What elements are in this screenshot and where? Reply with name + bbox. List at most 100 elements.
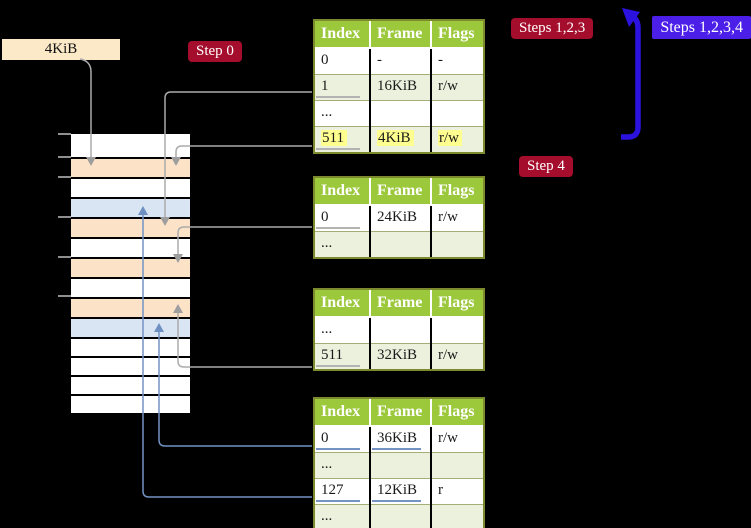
memory-frame-row-white (71, 356, 190, 375)
address-tick (58, 133, 71, 135)
memory-frame-row-white (71, 237, 190, 257)
cell-link-underline (372, 447, 421, 450)
table-cell: 4KiB (370, 125, 432, 152)
table-cell: 32KiB (370, 342, 432, 369)
connector-t2-row0-to-frame (177, 226, 312, 254)
memory-frame-row-peach (71, 257, 190, 277)
table-cell (431, 451, 483, 478)
table-cell: 1 (315, 73, 371, 100)
table-row: ... (315, 99, 483, 126)
table-cell (370, 316, 432, 343)
table-cell: ... (315, 99, 371, 126)
column-header-index: Index (315, 178, 371, 206)
memory-frame-row-white (71, 337, 190, 356)
table-cell: 24KiB (370, 204, 432, 231)
table-cell: - (370, 47, 432, 74)
address-tick (58, 176, 71, 178)
column-header-index: Index (315, 399, 371, 427)
steps-loop-arrow (621, 8, 641, 140)
cell-link-underline (372, 499, 421, 502)
column-header-flags: Flags (431, 21, 483, 49)
connector-t1-row511-to-frame (175, 145, 312, 157)
address-tick (58, 256, 71, 258)
frame-size-label: 4KiB (2, 39, 120, 60)
connector-t3-row511-to-frame (177, 313, 312, 368)
cell-link-underline (316, 148, 360, 150)
table-cell (370, 230, 432, 257)
table-cell (431, 99, 483, 126)
table-cell: 0 (315, 47, 371, 74)
column-header-flags: Flags (431, 178, 483, 206)
memory-frame-row-white (71, 177, 190, 197)
column-header-flags: Flags (431, 399, 483, 427)
column-header-index: Index (315, 21, 371, 49)
table-cell (431, 316, 483, 343)
table-cell (370, 503, 432, 528)
table-cell: 36KiB (370, 425, 432, 452)
cell-link-underline (316, 95, 360, 98)
table-cell: 511 (315, 342, 371, 369)
table-cell: r/w (431, 425, 483, 452)
memory-strip (71, 134, 190, 413)
memory-frame-row-lightblue (71, 197, 190, 217)
column-header-frame: Frame (370, 21, 432, 49)
memory-frame-row-peach (71, 217, 190, 237)
address-tick (58, 295, 71, 297)
table-cell: ... (315, 503, 371, 528)
address-tick (58, 216, 71, 218)
table-row: 0-- (315, 47, 483, 74)
table-cell: ... (315, 451, 371, 478)
column-header-index: Index (315, 290, 371, 318)
table-cell (431, 230, 483, 257)
table-cell: 127 (315, 477, 371, 504)
table-cell: 0 (315, 425, 371, 452)
table-row: ... (315, 316, 483, 343)
column-header-frame: Frame (370, 290, 432, 318)
table-cell: 0 (315, 204, 371, 231)
cell-link-underline (316, 226, 360, 229)
column-header-flags: Flags (431, 290, 483, 318)
table-cell (431, 503, 483, 528)
table-cell (370, 99, 432, 126)
memory-frame-row-white (71, 394, 190, 413)
step-0-badge: Step 0 (188, 41, 242, 62)
memory-frame-row-white (71, 277, 190, 297)
cell-link-underline (316, 499, 360, 502)
memory-frame-row-lightblue (71, 317, 190, 337)
table-row: ... (315, 503, 483, 528)
table-cell: ... (315, 230, 371, 257)
address-tick (58, 156, 71, 158)
memory-frame-row-peach (71, 157, 190, 177)
column-header-frame: Frame (370, 399, 432, 427)
table-row: ... (315, 230, 483, 257)
table-cell: ... (315, 316, 371, 343)
step-4-badge: Step 4 (519, 156, 573, 177)
table-cell: 16KiB (370, 73, 432, 100)
column-header-frame: Frame (370, 178, 432, 206)
table-cell: r (431, 477, 483, 504)
table-cell: r/w (431, 125, 483, 152)
cell-link-underline (316, 365, 360, 367)
memory-frame-row-white (71, 134, 190, 157)
memory-frame-row-peach (71, 297, 190, 317)
table-row: ... (315, 451, 483, 478)
table-cell: 511 (315, 125, 371, 152)
table-cell: - (431, 47, 483, 74)
table-cell (370, 451, 432, 478)
table-cell: r/w (431, 73, 483, 100)
table-cell: r/w (431, 204, 483, 231)
table-cell: 12KiB (370, 477, 432, 504)
steps-123-badge: Steps 1,2,3 (511, 18, 594, 39)
table-cell: r/w (431, 342, 483, 369)
